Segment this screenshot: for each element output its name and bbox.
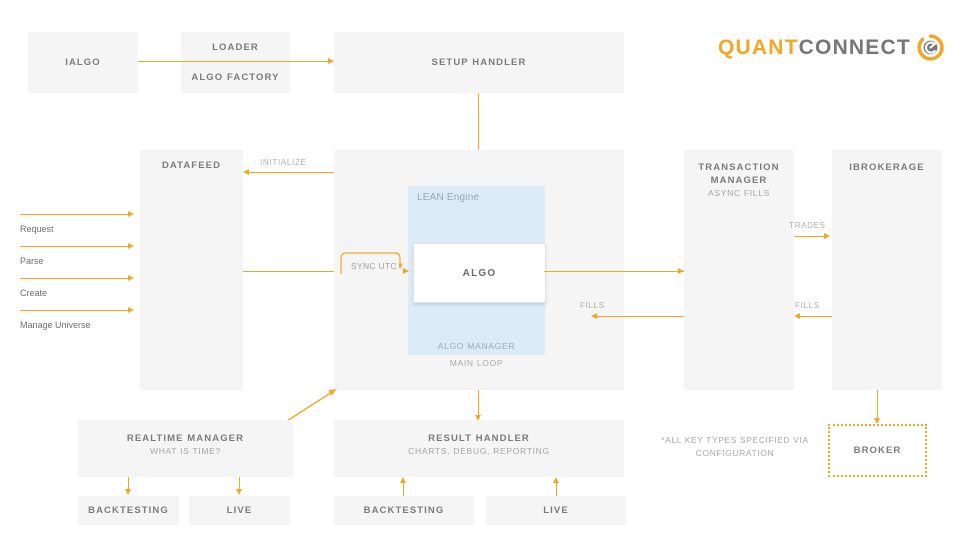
edge-initialize-label: INITIALIZE [260,158,307,167]
edge-realtime-to-live-arrowhead [236,489,242,495]
edge-engine-to-result-arrowhead [475,415,481,421]
swirl-circle-icon [917,34,944,61]
block-transaction-manager-subtitle: ASYNC FILLS [707,188,771,198]
block-transaction-manager[interactable]: TRANSACTION MANAGER ASYNC FILLS [684,150,794,390]
edge-realtime-to-engine [286,389,337,422]
block-ialgo[interactable]: IALGO [28,32,138,93]
block-broker-title: BROKER [853,445,902,456]
input-label-create: Create [20,288,48,298]
block-result-handler[interactable]: RESULT HANDLER CHARTS, DEBUG, REPORTING [334,420,624,477]
edge-trades-label: TRADES [789,221,826,230]
block-setup-handler-title: SETUP HANDLER [431,57,527,68]
edge-parse-line [20,246,132,248]
edge-fills-engine-line [597,316,684,318]
edge-ialgo-to-setup-line [138,61,328,63]
edge-request-arrowhead [128,211,134,217]
block-result-live-title: LIVE [543,505,569,516]
edge-engine-to-result-line [478,390,480,418]
block-result-backtesting[interactable]: BACKTESTING [334,496,474,525]
edge-sync-utc-label: SYNC UTC [349,261,399,271]
edge-realtime-to-live-line [239,477,241,492]
edge-initialize-arrowhead [243,169,249,175]
edge-fills-engine-arrowhead [591,313,597,319]
block-result-handler-title: RESULT HANDLER [428,433,530,444]
edge-trades-line [794,236,826,238]
block-realtime-manager-subtitle: WHAT IS TIME? [150,446,221,456]
input-label-request: Request [20,224,54,234]
edge-result-backtesting-arrowhead [400,477,406,483]
block-loader-algo-factory[interactable]: LOADER ALGO FACTORY [181,32,290,93]
main-loop-label: MAIN LOOP [449,358,504,368]
edge-initialize-line [249,172,334,174]
block-realtime-manager-title: REALTIME MANAGER [126,433,245,444]
edge-parse-arrowhead [128,243,134,249]
block-realtime-live-title: LIVE [226,505,253,516]
edge-fills-brokerage-line [800,316,832,318]
edge-result-backtesting-line [403,482,405,496]
edge-realtime-to-backtesting-arrowhead [125,489,131,495]
edge-manage-universe-arrowhead [128,307,134,313]
block-ibrokerage[interactable]: IBROKERAGE [832,150,942,390]
edge-result-live-line [556,482,558,496]
lean-engine-label: LEAN Engine [417,192,480,203]
edge-create-arrowhead [128,275,134,281]
block-broker[interactable]: BROKER [828,424,927,477]
block-realtime-backtesting[interactable]: BACKTESTING [78,496,179,525]
edge-trades-arrowhead [824,233,830,239]
block-datafeed-title: DATAFEED [161,160,222,171]
logo-text-connect: CONNECT [798,35,911,59]
edge-algo-to-txn-arrowhead [678,268,684,274]
block-result-live[interactable]: LIVE [486,496,626,525]
block-realtime-backtesting-title: BACKTESTING [88,505,169,516]
block-transaction-manager-title: TRANSACTION MANAGER [698,162,780,186]
edge-ialgo-to-setup-arrowhead [328,58,334,64]
edge-fills-engine-label: FILLS [580,301,605,310]
edge-fills-brokerage-label: FILLS [795,301,820,310]
edge-ibrokerage-to-broker-arrowhead [874,418,880,424]
block-algo-factory-title: ALGO FACTORY [191,72,280,83]
edge-manage-universe-line [20,310,132,312]
block-realtime-live[interactable]: LIVE [189,496,290,525]
block-realtime-manager[interactable]: REALTIME MANAGER WHAT IS TIME? [78,420,293,477]
block-loader-title: LOADER [212,42,259,53]
edge-algo-to-txn-line [544,271,684,273]
input-label-parse: Parse [20,256,44,266]
block-setup-handler[interactable]: SETUP HANDLER [334,32,624,93]
edge-into-algo-arrowhead [403,268,409,274]
edge-datafeed-to-engine-line [243,271,334,273]
logo-text-quant: QUANT [718,35,799,59]
block-algo-title: ALGO [462,267,497,279]
edge-realtime-to-backtesting-line [128,477,130,492]
algo-manager-label: ALGO MANAGER [437,341,516,351]
block-ibrokerage-title: IBROKERAGE [849,162,925,173]
configuration-footnote: *ALL KEY TYPES SPECIFIED VIA CONFIGURATI… [661,435,809,458]
block-algo[interactable]: ALGO [413,243,546,303]
edge-request-line [20,214,132,216]
block-result-backtesting-title: BACKTESTING [363,505,445,516]
edge-create-line [20,278,132,280]
edge-ibrokerage-to-broker-line [877,390,879,421]
edge-fills-brokerage-arrowhead [794,313,800,319]
input-label-manage-universe: Manage Universe [20,320,91,330]
block-ialgo-title: IALGO [65,57,101,68]
block-datafeed[interactable]: DATAFEED [140,150,243,390]
edge-result-live-arrowhead [553,477,559,483]
block-result-handler-subtitle: CHARTS, DEBUG, REPORTING [408,446,550,456]
